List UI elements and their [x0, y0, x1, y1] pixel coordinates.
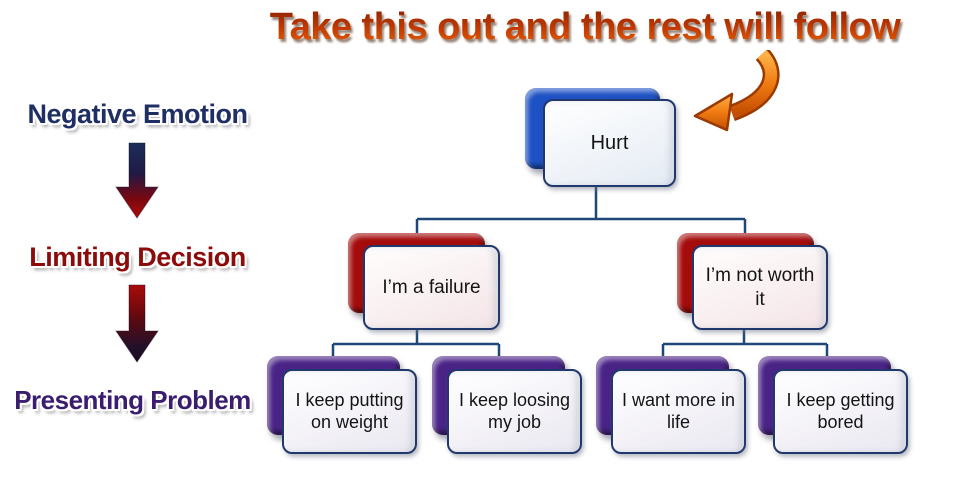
slide-title: Take this out and the rest will follow — [190, 6, 960, 56]
node-want-more-in-life-label: I want more in life — [611, 369, 746, 454]
curved-arrow-icon — [693, 50, 780, 132]
down-arrow-icon — [115, 284, 159, 363]
node-loosing-my-job-label: I keep loosing my job — [447, 369, 582, 454]
node-putting-on-weight-label: I keep putting on weight — [282, 369, 417, 454]
label-limiting-decision: Limiting Decision — [29, 242, 246, 272]
node-im-a-failure-label: I’m a failure — [363, 245, 500, 330]
node-getting-bored-label: I keep getting bored — [773, 369, 908, 454]
down-arrow-icon — [115, 142, 159, 219]
label-negative-emotion: Negative Emotion — [27, 99, 248, 129]
node-hurt-label: Hurt — [543, 99, 676, 187]
label-presenting-problem: Presenting Problem — [14, 385, 251, 415]
node-im-not-worth-it-label: I’m not worth it — [692, 245, 828, 330]
